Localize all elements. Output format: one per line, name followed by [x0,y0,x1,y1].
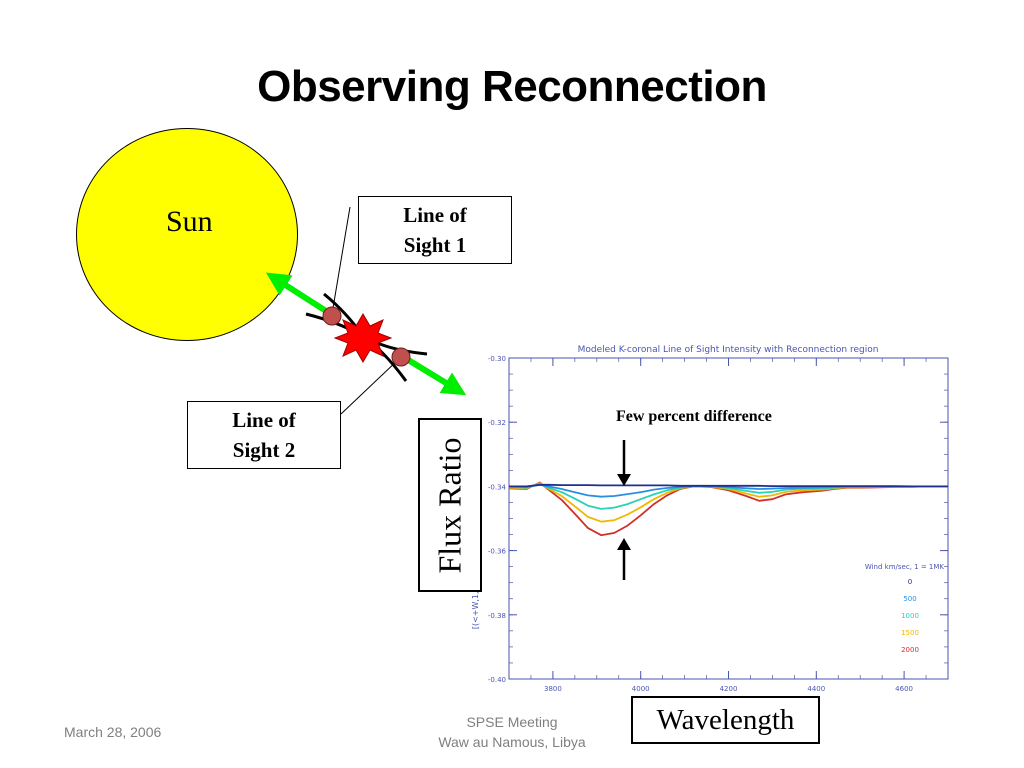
y-tick-label: -0.36 [488,548,507,556]
flux-ratio-label: Flux Ratio [431,436,468,574]
legend-entry-500: 500 [903,595,916,603]
legend-title: Wind km/sec, 1 = 1MK [865,563,945,571]
footer-date: March 28, 2006 [64,724,162,740]
y-tick-label: -0.30 [488,355,506,363]
field-line-upper [305,312,408,382]
x-tick-label: 4600 [895,685,913,693]
plot-svg: Modeled K-coronal Line of Sight Intensit… [467,338,953,704]
arrow-away-from-sun [403,355,467,396]
los1-line1: Line of [403,203,467,227]
legend-entry-0: 0 [908,578,912,586]
legend-entry-1000: 1000 [901,612,919,620]
x-tick-label: 4400 [807,685,825,693]
y-tick-label: -0.40 [488,676,506,684]
line-of-sight-2-box: Line of Sight 2 [187,401,341,469]
observer-dot-2 [391,347,411,367]
field-line-lower [323,292,428,356]
los1-line2: Sight 1 [403,233,467,257]
sun-circle [76,128,298,341]
footer-meeting-line1: SPSE Meeting [466,714,558,730]
los1-leader-line [331,206,351,315]
series-line-0 [509,483,948,488]
los2-leader-line [340,357,401,415]
observer-dot-1 [322,306,342,326]
slide-title: Observing Reconnection [257,62,767,111]
plot-inner-title: Modeled K-coronal Line of Sight Intensit… [578,345,879,355]
flux-ratio-label-box: Flux Ratio [418,418,482,592]
line-of-sight-1-box: Line of Sight 1 [358,196,512,264]
wavelength-label-box: Wavelength [631,696,820,744]
annotation-few-percent: Few percent difference [616,408,772,425]
y-tick-label: -0.38 [488,612,506,620]
flux-ratio-plot: Modeled K-coronal Line of Sight Intensit… [467,338,953,704]
sun-label: Sun [166,205,213,238]
x-tick-label: 4200 [720,685,738,693]
y-tick-label: -0.34 [488,483,507,491]
reconnection-burst-icon [333,313,393,363]
legend-entry-1500: 1500 [901,629,919,637]
y-tick-label: -0.32 [488,419,506,427]
x-tick-label: 3800 [544,685,562,693]
x-tick-label: 4000 [632,685,650,693]
footer-meeting-line2: Waw au Namous, Libya [438,734,586,750]
wavelength-label: Wavelength [656,703,795,736]
los2-line2: Sight 2 [232,438,296,462]
legend-entry-2000: 2000 [901,646,919,654]
footer-meeting: SPSE Meeting Waw au Namous, Libya [420,712,604,752]
los2-line1: Line of [232,408,296,432]
